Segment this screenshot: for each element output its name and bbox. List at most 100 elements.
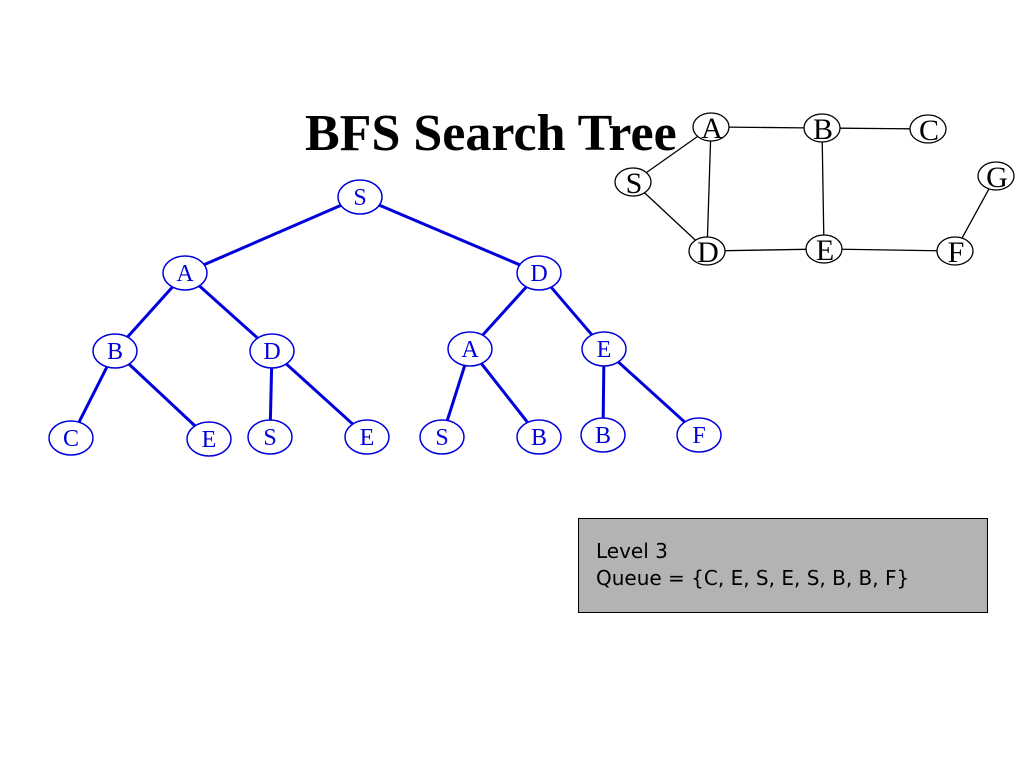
graph-edge-B-C	[839, 127, 911, 130]
graph-node-label: A	[701, 112, 723, 145]
tree-node-circle	[337, 179, 383, 215]
tree-edge-A-S	[445, 365, 467, 421]
graph-node-A: A	[692, 112, 730, 145]
tree-node-circle	[580, 417, 626, 453]
graph-node-E: E	[805, 234, 843, 267]
tree-node-circle	[247, 419, 293, 455]
tree-node-circle	[162, 255, 208, 291]
tree-edge-D-E	[549, 286, 594, 336]
tree-node-label: E	[360, 425, 375, 451]
tree-node-S: S	[337, 179, 383, 215]
tree-node-D: D	[516, 255, 562, 291]
tree-node-circle	[344, 419, 390, 455]
tree-node-circle	[186, 421, 232, 457]
tree-node-S: S	[247, 419, 293, 455]
graph-edge-B-E	[821, 141, 825, 236]
tree-node-label: S	[263, 425, 276, 451]
tree-node-circle	[249, 333, 295, 369]
graph-node-F: F	[936, 236, 974, 269]
tree-node-B: B	[580, 417, 626, 453]
tree-node-circle	[92, 333, 138, 369]
graph-node-circle	[614, 167, 652, 197]
tree-edge-E-F	[617, 360, 686, 424]
graph-node-circle	[692, 112, 730, 142]
tree-edge-A-D	[198, 284, 259, 340]
level-label: Level 3	[596, 539, 668, 563]
slide-title: BFS Search Tree	[305, 105, 677, 162]
tree-node-label: E	[597, 337, 612, 363]
graph-node-label: E	[816, 234, 834, 267]
graph-edge-A-B	[728, 126, 805, 129]
tree-node-label: B	[595, 423, 611, 449]
graph-node-circle	[805, 234, 843, 264]
graph-node-B: B	[803, 113, 841, 146]
graph-node-circle	[909, 114, 947, 144]
tree-edge-D-E	[285, 362, 354, 426]
tree-edge-E-B	[601, 365, 606, 419]
tree-node-label: C	[63, 426, 79, 452]
tree-node-circle	[676, 417, 722, 453]
tree-node-E: E	[344, 419, 390, 455]
graph-node-S: S	[614, 167, 652, 200]
tree-node-circle	[447, 331, 493, 367]
tree-node-label: A	[461, 337, 479, 363]
graph-edge-A-D	[706, 140, 712, 238]
graph-node-G: G	[977, 161, 1015, 194]
graph-node-circle	[936, 236, 974, 266]
tree-edges	[77, 203, 686, 427]
tree-node-E: E	[581, 331, 627, 367]
tree-node-B: B	[92, 333, 138, 369]
graph-node-circle	[803, 113, 841, 143]
tree-node-D: D	[249, 333, 295, 369]
tree-node-A: A	[162, 255, 208, 291]
tree-node-label: B	[107, 339, 123, 365]
tree-node-F: F	[676, 417, 722, 453]
tree-node-E: E	[186, 421, 232, 457]
tree-node-label: F	[692, 423, 705, 449]
graph-node-label: B	[813, 113, 833, 146]
graph-node-label: C	[919, 114, 939, 147]
tree-node-S: S	[419, 419, 465, 455]
queue-label: Queue = {C, E, S, E, S, B, B, F}	[596, 566, 910, 590]
graph-nodes: A B C S G D E F	[614, 112, 1015, 269]
tree-node-circle	[48, 420, 94, 456]
graph-node-label: S	[626, 167, 643, 200]
tree-edge-A-B	[480, 362, 529, 424]
tree-node-circle	[419, 419, 465, 455]
tree-node-label: S	[353, 185, 366, 211]
tree-edge-A-B	[126, 285, 174, 339]
graph-node-circle	[977, 161, 1015, 191]
tree-node-label: D	[263, 339, 280, 365]
graph-edge-F-G	[961, 188, 990, 239]
graph-node-label: G	[986, 161, 1008, 194]
status-box: Level 3 Queue = {C, E, S, E, S, B, B, F}	[578, 518, 988, 613]
tree-edge-S-D	[378, 203, 521, 267]
graph-edge-E-F	[841, 248, 938, 252]
graph-edge-S-A	[645, 135, 699, 174]
tree-node-circle	[581, 331, 627, 367]
tree-node-circle	[516, 255, 562, 291]
tree-edge-D-S	[268, 367, 274, 421]
graph-node-D: D	[688, 236, 726, 269]
tree-node-A: A	[447, 331, 493, 367]
tree-edge-B-C	[77, 366, 109, 423]
graph-edge-D-E	[724, 248, 807, 252]
tree-node-label: S	[435, 425, 448, 451]
graph-node-C: C	[909, 114, 947, 147]
tree-edge-S-A	[203, 203, 342, 267]
tree-node-circle	[516, 419, 562, 455]
tree-node-label: D	[530, 261, 547, 287]
graph-node-circle	[688, 236, 726, 266]
tree-node-label: A	[176, 261, 194, 287]
tree-edge-B-E	[127, 363, 197, 427]
graph-edges	[644, 126, 990, 252]
graph-node-label: F	[948, 236, 965, 269]
graph-edge-S-D	[644, 192, 696, 241]
tree-edge-D-A	[481, 285, 528, 337]
graph-node-label: D	[697, 236, 719, 269]
tree-node-label: B	[531, 425, 547, 451]
tree-node-label: E	[202, 427, 217, 453]
tree-nodes: S A D B D A E C E S E S B B F	[48, 179, 722, 457]
